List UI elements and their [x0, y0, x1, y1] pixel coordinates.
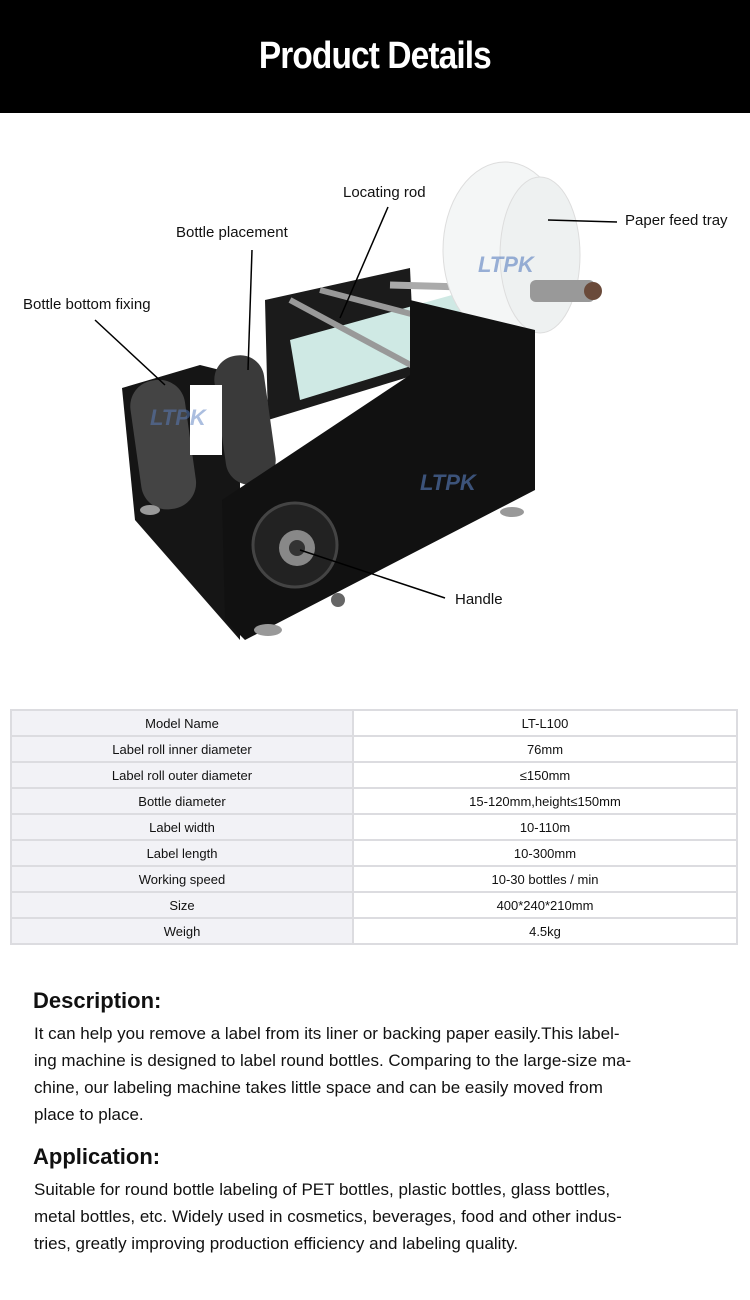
callout-locating-rod: Locating rod — [343, 184, 426, 201]
application-text: Suitable for round bottle labeling of PE… — [34, 1176, 622, 1257]
spec-key: Label length — [10, 839, 354, 867]
callout-handle: Handle — [455, 591, 503, 608]
spec-value: ≤150mm — [352, 761, 738, 789]
page-title: Product Details — [258, 35, 492, 77]
header-banner: Product Details — [0, 0, 750, 113]
spec-value: 400*240*210mm — [352, 891, 738, 919]
leader-paper-feed-tray — [547, 219, 618, 223]
spec-value: LT-L100 — [352, 709, 738, 737]
spec-key: Size — [10, 891, 354, 919]
svg-text:LTPK: LTPK — [478, 252, 536, 277]
spec-key: Bottle diameter — [10, 787, 354, 815]
description-text: It can help you remove a label from its … — [34, 1020, 631, 1128]
application-line: tries, greatly improving production effi… — [34, 1234, 519, 1253]
spec-key: Label roll inner diameter — [10, 735, 354, 763]
description-line: It can help you remove a label from its … — [34, 1024, 620, 1043]
description-line: place to place. — [34, 1105, 144, 1124]
callout-bottle-bottom-fixing: Bottle bottom fixing — [23, 296, 151, 313]
leader-bottle-placement — [247, 249, 253, 371]
spec-value: 76mm — [352, 735, 738, 763]
application-line: Suitable for round bottle labeling of PE… — [34, 1180, 611, 1199]
spec-value: 15-120mm,height≤150mm — [352, 787, 738, 815]
spec-key: Working speed — [10, 865, 354, 893]
spec-key: Label width — [10, 813, 354, 841]
svg-text:LTPK: LTPK — [150, 405, 208, 430]
product-figure: LTPK LTPK LTPK Paper feed tray Locating … — [0, 113, 750, 693]
spec-key: Weigh — [10, 917, 354, 945]
description-line: ing machine is designed to label round b… — [34, 1051, 632, 1070]
leader-handle — [299, 549, 446, 599]
leader-locating-rod — [339, 206, 389, 319]
labeling-machine-image: LTPK LTPK LTPK — [94, 161, 618, 640]
leader-bottle-bottom-fixing — [94, 319, 166, 386]
description-line: chine, our labeling machine takes little… — [34, 1078, 603, 1097]
spec-value: 10-110m — [352, 813, 738, 841]
spec-key: Label roll outer diameter — [10, 761, 354, 789]
spec-key: Model Name — [10, 709, 354, 737]
spec-value: 10-30 bottles / min — [352, 865, 738, 893]
description-title: Description: — [33, 988, 162, 1013]
callout-bottle-placement: Bottle placement — [176, 224, 288, 241]
spec-row: Label roll outer diameter≤150mm — [10, 761, 738, 789]
svg-text:LTPK: LTPK — [420, 470, 478, 495]
spec-value: 10-300mm — [352, 839, 738, 867]
application-line: metal bottles, etc. Widely used in cosme… — [34, 1207, 622, 1226]
callout-paper-feed-tray: Paper feed tray — [625, 212, 728, 229]
spec-value: 4.5kg — [352, 917, 738, 945]
application-title: Application: — [33, 1144, 161, 1169]
